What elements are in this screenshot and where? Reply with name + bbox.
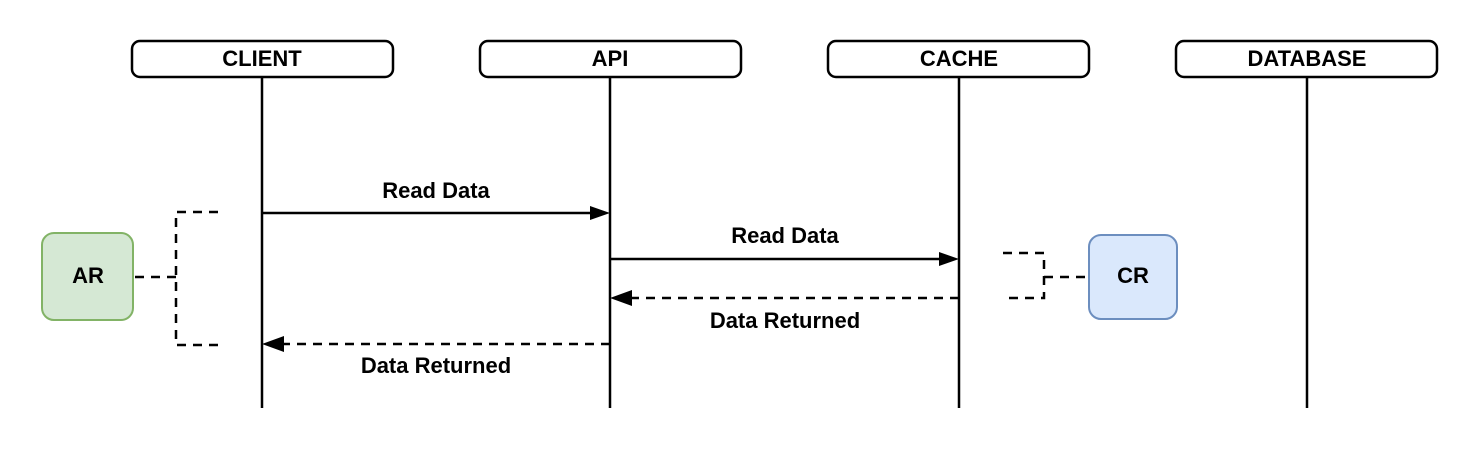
participant-label-client: CLIENT <box>222 46 302 71</box>
participant-label-cache: CACHE <box>920 46 998 71</box>
arrowhead-right <box>939 252 959 266</box>
arrowhead-left <box>262 336 284 352</box>
cr-bracket <box>1003 251 1046 300</box>
annotation-cr[interactable]: CR <box>1003 234 1178 320</box>
message-label: Data Returned <box>361 353 511 378</box>
cr-note-box[interactable] <box>1088 234 1178 320</box>
participant-label-database: DATABASE <box>1248 46 1367 71</box>
message-read-data-client-api[interactable]: Read Data <box>262 178 610 220</box>
participant-client[interactable]: CLIENT <box>130 39 395 79</box>
arrowhead-right <box>590 206 610 220</box>
participant-box-cache[interactable] <box>826 39 1091 79</box>
message-data-returned-api-client[interactable]: Data Returned <box>262 336 610 378</box>
participant-database[interactable]: DATABASE <box>1174 39 1439 79</box>
cr-note-label: CR <box>1117 263 1149 288</box>
ar-note-box[interactable] <box>41 232 134 321</box>
annotation-ar[interactable]: AR <box>41 210 218 347</box>
ar-note-label: AR <box>72 263 104 288</box>
participant-api[interactable]: API <box>478 39 743 79</box>
participant-cache[interactable]: CACHE <box>826 39 1091 79</box>
message-label: Read Data <box>382 178 490 203</box>
participant-box-api[interactable] <box>478 39 743 79</box>
message-data-returned-cache-api[interactable]: Data Returned <box>610 290 959 333</box>
ar-bracket <box>174 210 218 347</box>
arrowhead-left <box>610 290 632 306</box>
lifelines-group <box>260 77 1309 408</box>
participant-box-client[interactable] <box>130 39 395 79</box>
participant-label-api: API <box>592 46 629 71</box>
message-label: Data Returned <box>710 308 860 333</box>
message-label: Read Data <box>731 223 839 248</box>
message-read-data-api-cache[interactable]: Read Data <box>610 223 959 266</box>
participant-box-database[interactable] <box>1174 39 1439 79</box>
